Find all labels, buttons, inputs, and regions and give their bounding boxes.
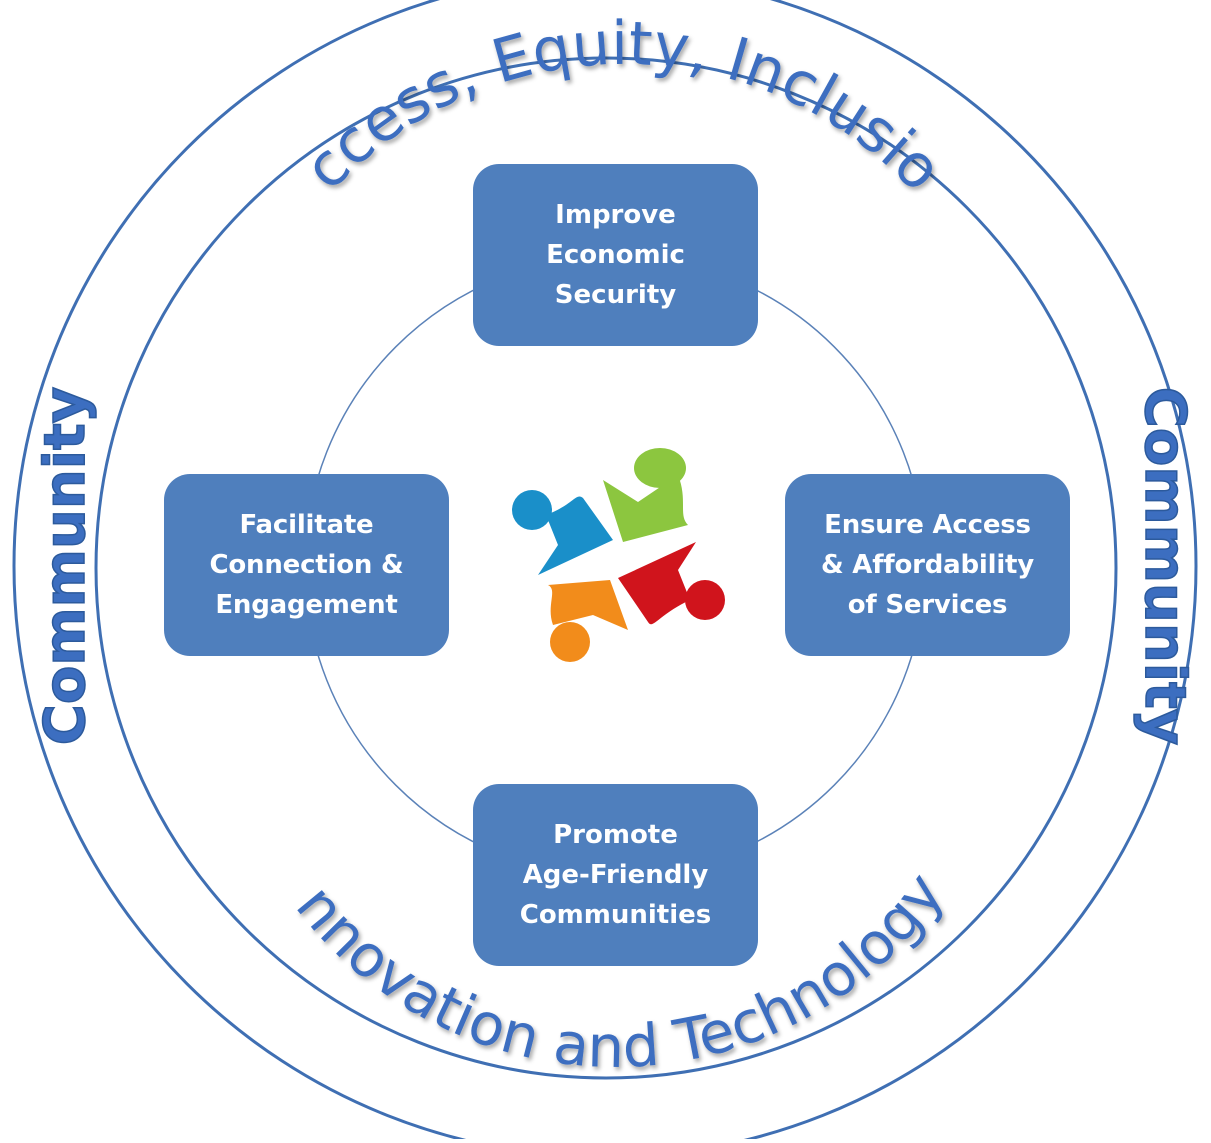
pillar-left-line-3: Engagement — [215, 590, 398, 620]
pillar-top-line-3: Security — [554, 280, 677, 310]
logo-green-figure — [603, 475, 688, 542]
logo-red-head — [685, 580, 725, 620]
pillar-right-line-1: Ensure Access — [824, 510, 1031, 540]
community-people-logo — [512, 448, 725, 662]
middle-ring — [94, 56, 1118, 1080]
logo-blue-head — [512, 490, 552, 530]
pillar-box-promote-age-friendly: Promote Age-Friendly Communities — [473, 784, 758, 966]
pillar-bottom-line-1: Promote — [553, 820, 678, 850]
logo-orange-figure — [548, 580, 628, 630]
pillar-box-ensure-access: Ensure Access & Affordability of Service… — [785, 474, 1070, 656]
pillar-bottom-line-3: Communities — [519, 900, 712, 930]
pillar-left-line-2: Connection & — [209, 550, 404, 580]
pillar-box-facilitate-connection: Facilitate Connection & Engagement — [164, 474, 449, 656]
ring-left-text: Community — [33, 387, 98, 745]
pillar-top-line-2: Economic — [546, 240, 685, 270]
logo-orange-head — [550, 622, 590, 662]
ring-right-text: Community — [1132, 387, 1197, 745]
pillar-right-line-3: of Services — [847, 590, 1008, 620]
pillar-box-improve-economic-security: Improve Economic Security — [473, 164, 758, 346]
logo-green-head — [634, 448, 686, 488]
pillar-bottom-line-2: Age-Friendly — [522, 860, 709, 890]
logo-red-figure — [618, 542, 696, 625]
pillar-right-line-2: & Affordability — [820, 550, 1035, 580]
pillar-top-line-1: Improve — [555, 200, 676, 230]
logo-blue-figure — [538, 496, 613, 575]
outer-ring — [12, 0, 1198, 1143]
pillar-left-line-1: Facilitate — [239, 510, 374, 540]
